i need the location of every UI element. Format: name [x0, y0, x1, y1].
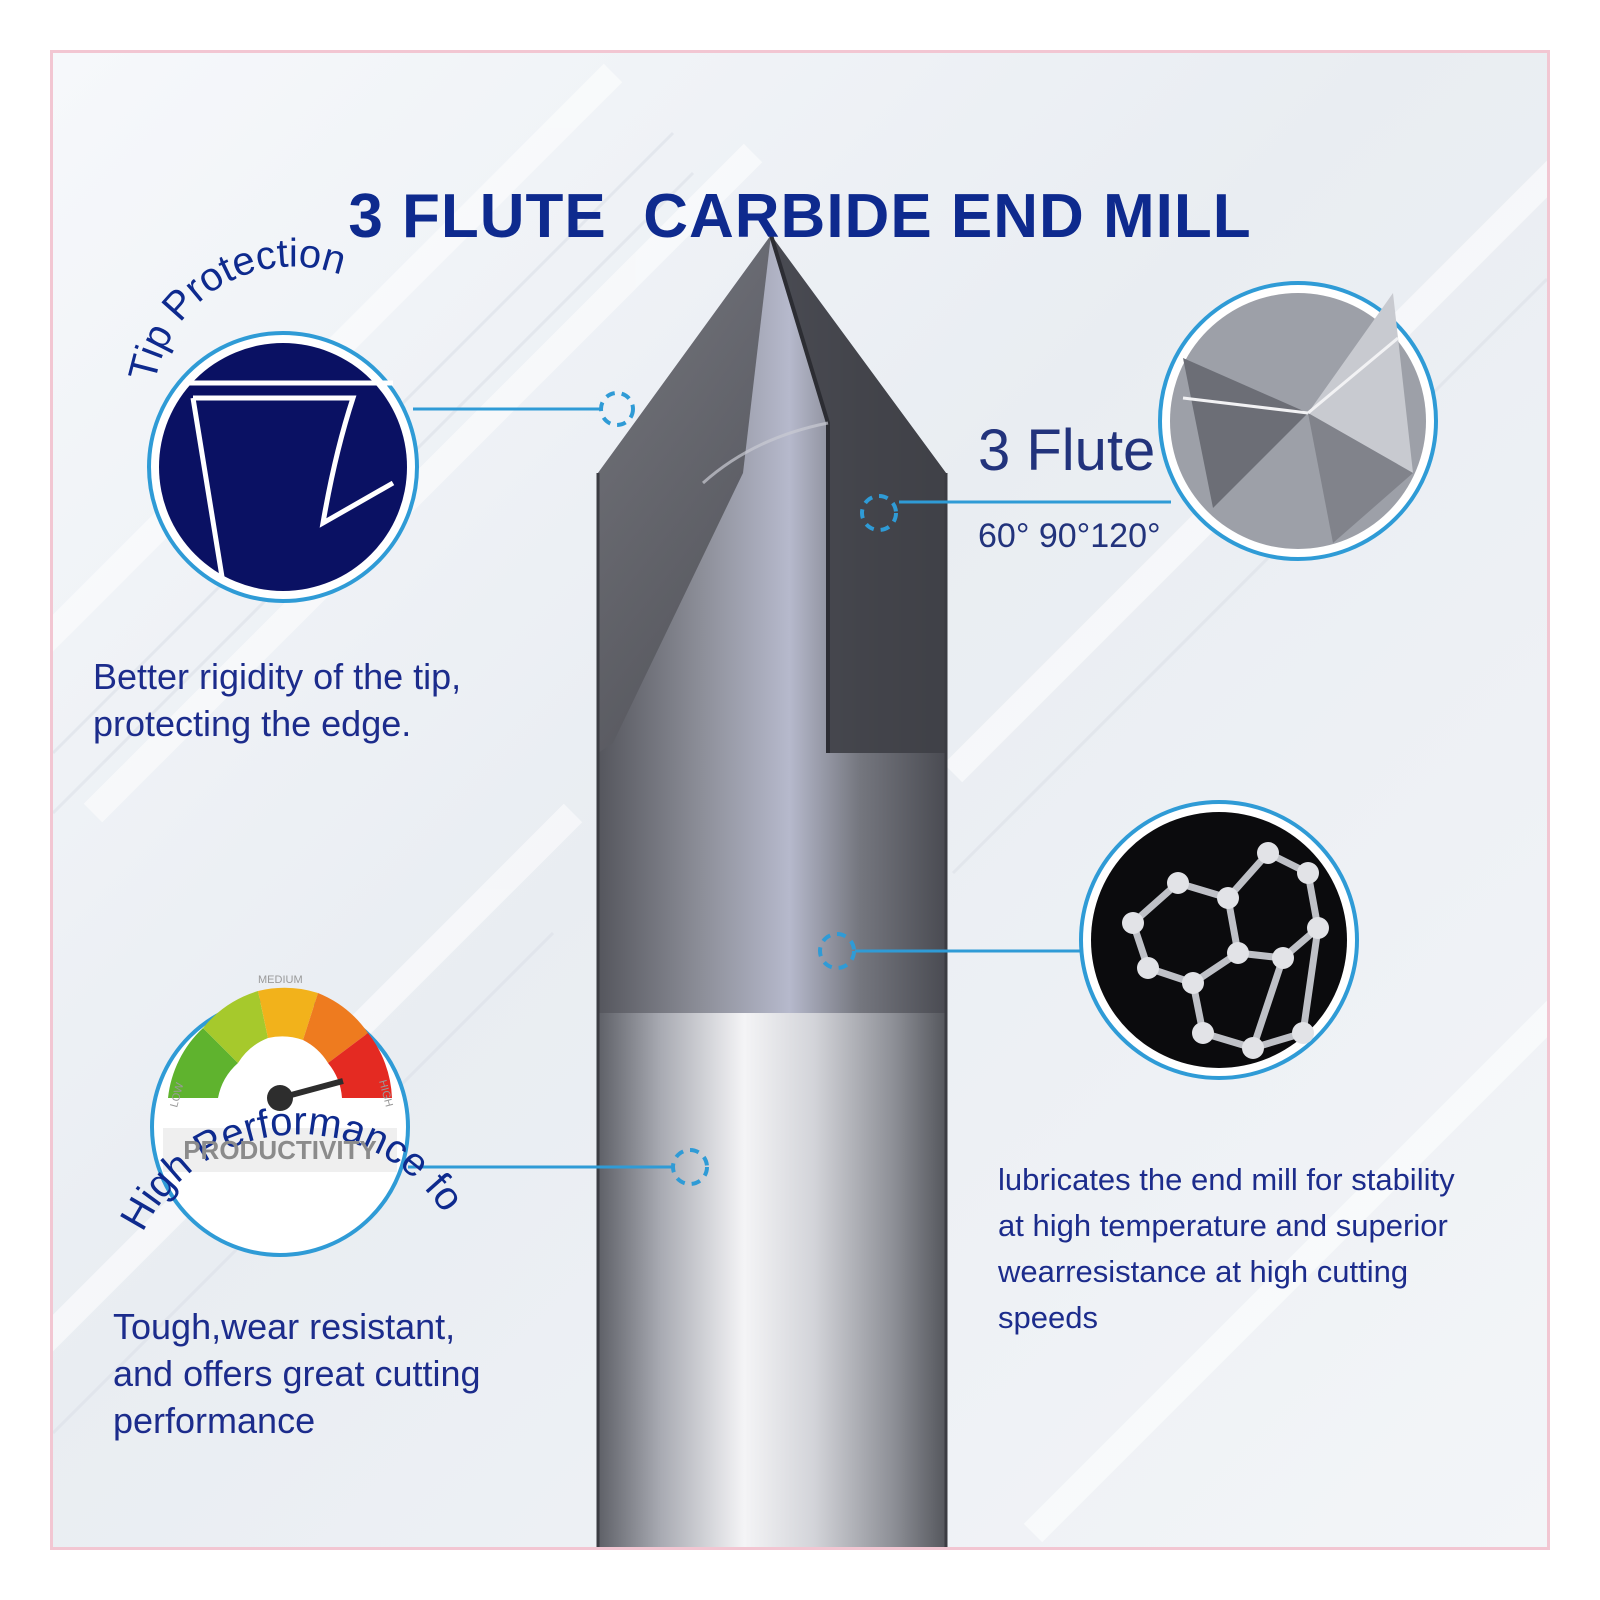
callout-ring-coating	[818, 932, 856, 970]
gauge-segment-low-mid	[203, 991, 268, 1063]
end-mill-illustration	[596, 234, 948, 1547]
tip-description-line-1: Better rigidity of the tip,	[93, 656, 462, 697]
gauge-label-high: HIGH	[376, 1079, 395, 1109]
callout-ring-performance	[671, 1148, 709, 1186]
gauge-segment-medium	[258, 987, 318, 1040]
performance-line-1: Tough,wear resistant,	[113, 1306, 456, 1347]
gauge-segment-med-high	[303, 993, 368, 1063]
gauge-label-medium: MEDIUM	[258, 974, 303, 986]
tool-flute-face-right	[771, 235, 946, 753]
flute-heading: 3 Flute	[978, 418, 1156, 483]
coating-molecule-badge	[1079, 800, 1359, 1080]
tool-flute-curve	[701, 421, 829, 485]
callout-lines	[408, 391, 1171, 1186]
callout-ring-flute	[860, 494, 898, 532]
tool-flute-face-left	[598, 235, 771, 753]
product-infographic: Tip Protection High Performance for Hard…	[50, 50, 1550, 1550]
curved-headings: Tip Protection High Performance for Hard…	[53, 53, 472, 1237]
coating-molecule-image	[1091, 812, 1347, 1068]
flute-closeup-badge	[1158, 281, 1438, 561]
tip-edge-outline	[183, 380, 395, 584]
page-title: 3 FLUTE CARBIDE END MILL	[348, 182, 1252, 251]
tip-protection-badge	[147, 331, 419, 603]
coating-line-3: wearresistance at high cutting	[998, 1254, 1409, 1289]
tool-shank	[598, 953, 946, 1547]
performance-line-3: performance	[113, 1400, 316, 1441]
tip-description-line-2: protecting the edge.	[93, 703, 412, 744]
callout-ring-tip	[599, 391, 635, 427]
gauge-productivity-label: PRODUCTIVITY	[183, 1135, 377, 1165]
performance-description: Tough,wear resistant, and offers great c…	[113, 1303, 481, 1444]
coating-line-2: at high temperature and superior	[998, 1208, 1448, 1243]
tip-protection-image	[159, 343, 407, 591]
productivity-gauge-badge	[150, 987, 410, 1257]
tip-protection-heading: Tip Protection	[121, 231, 351, 385]
coating-description: lubricates the end mill for stability at…	[998, 1157, 1518, 1341]
flute-angles: 60° 90°120°	[978, 517, 1161, 555]
performance-line-2: and offers great cutting	[113, 1353, 481, 1394]
coating-line-4: speeds	[998, 1300, 1098, 1335]
coating-line-1: lubricates the end mill for stability	[998, 1162, 1455, 1197]
tip-protection-description: Better rigidity of the tip, protecting t…	[93, 653, 461, 747]
gauge-segment-high	[328, 1033, 392, 1098]
gauge-label-low: LOW	[168, 1081, 186, 1109]
